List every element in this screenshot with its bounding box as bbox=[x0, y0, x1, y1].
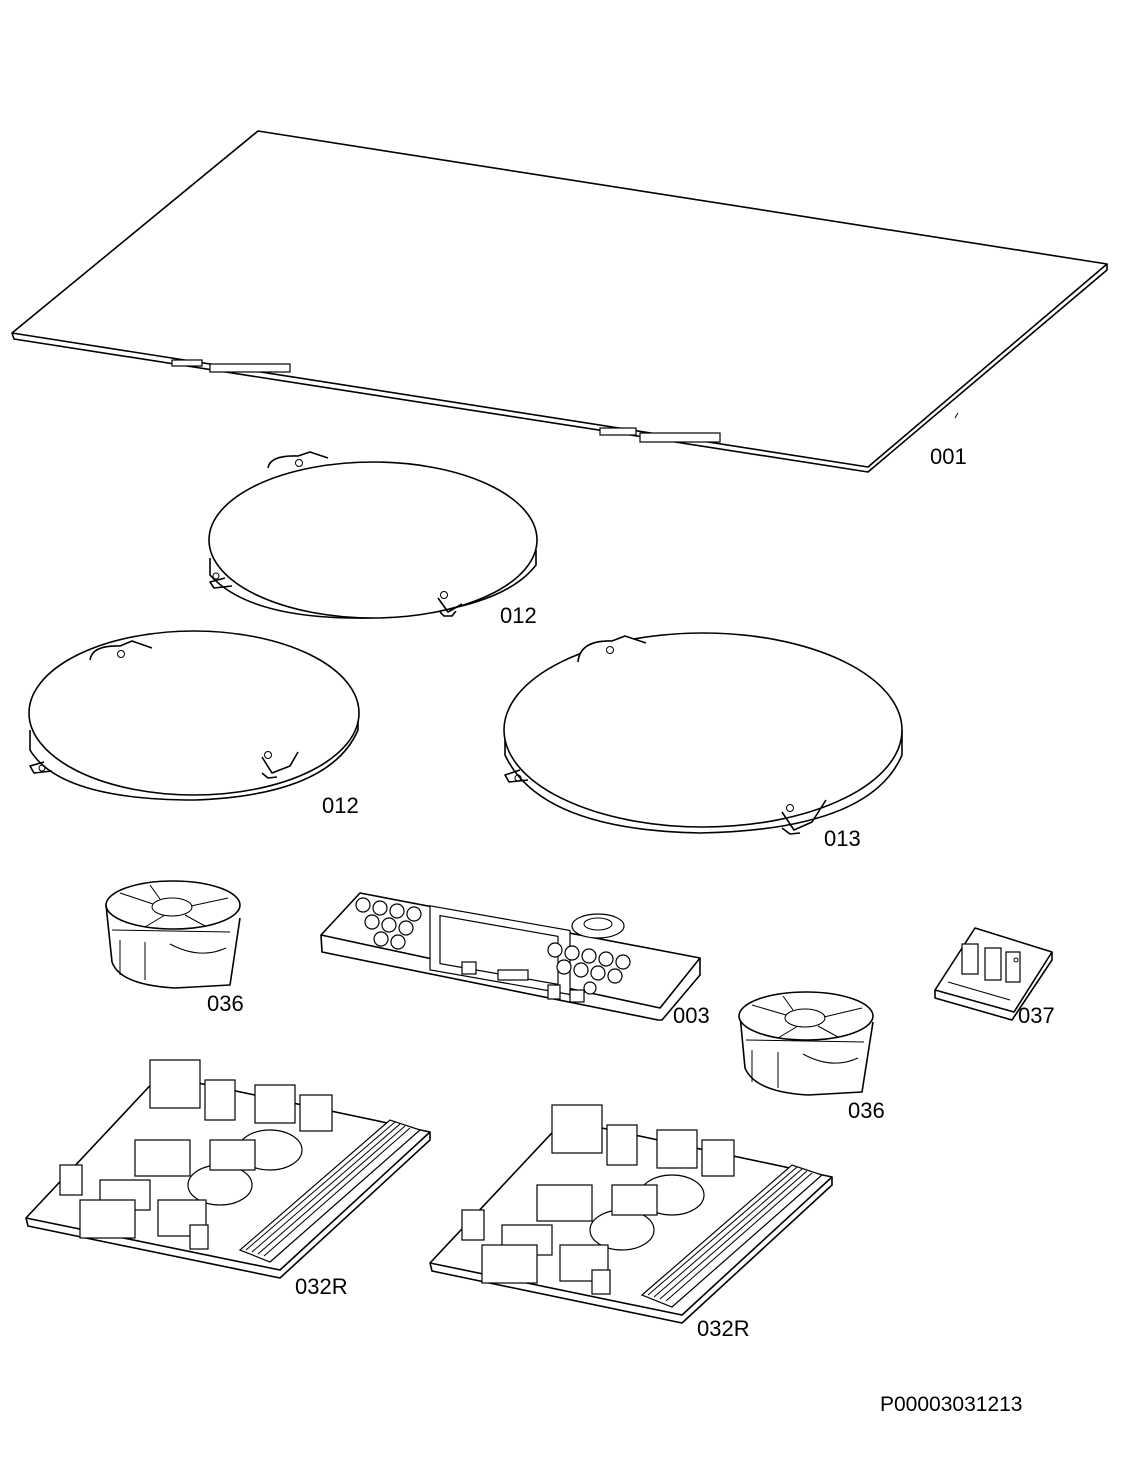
part-label-012-top[interactable]: 012 bbox=[500, 603, 537, 628]
part-001-glass-top[interactable] bbox=[11, 130, 1108, 473]
part-label-036-right[interactable]: 036 bbox=[848, 1098, 885, 1123]
part-032r-power-board-left[interactable] bbox=[25, 1059, 431, 1279]
part-032r-power-board-right[interactable] bbox=[429, 1104, 833, 1324]
part-label-003[interactable]: 003 bbox=[673, 1003, 710, 1028]
part-label-036-left[interactable]: 036 bbox=[207, 991, 244, 1016]
power-board-heatsink-right bbox=[640, 1164, 824, 1308]
part-036-fan-left[interactable] bbox=[105, 880, 241, 989]
part-label-001[interactable]: 001 bbox=[930, 444, 967, 469]
part-012-coil-top[interactable] bbox=[208, 451, 538, 619]
drawing-number: P00003031213 bbox=[880, 1393, 1023, 1416]
part-036-fan-right[interactable] bbox=[738, 991, 874, 1096]
part-037-terminal-block[interactable] bbox=[934, 927, 1053, 1021]
part-003-control-board[interactable] bbox=[320, 892, 701, 1021]
part-013-coil-large[interactable] bbox=[503, 632, 903, 835]
part-label-032r-right[interactable]: 032R bbox=[697, 1316, 750, 1341]
part-label-037[interactable]: 037 bbox=[1018, 1003, 1055, 1028]
part-label-013[interactable]: 013 bbox=[824, 826, 861, 851]
part-012-coil-left[interactable] bbox=[28, 630, 360, 801]
control-board-capacitors-right bbox=[547, 942, 631, 995]
control-board-capacitors-left bbox=[355, 897, 422, 950]
part-label-012-left[interactable]: 012 bbox=[322, 793, 359, 818]
power-board-heatsink-left bbox=[238, 1119, 422, 1263]
part-label-032r-left[interactable]: 032R bbox=[295, 1274, 348, 1299]
